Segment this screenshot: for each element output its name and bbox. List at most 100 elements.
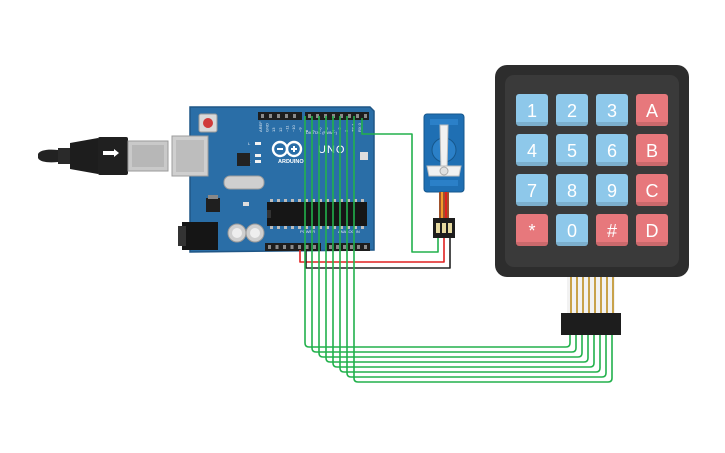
- key-0[interactable]: 0: [556, 214, 588, 246]
- header-pin[interactable]: [348, 114, 351, 118]
- key-C[interactable]: C: [636, 174, 668, 206]
- chip-pins: [270, 199, 364, 229]
- voltage-regulator: [206, 198, 220, 212]
- pin-label: TX 1: [350, 123, 355, 132]
- icsp-dot: [360, 152, 368, 160]
- key-5[interactable]: 5: [556, 134, 588, 166]
- wire-keypad-1[interactable]: [304, 116, 571, 348]
- chip-pin: [354, 199, 357, 202]
- pin-label: ~6: [317, 127, 322, 132]
- header-pin[interactable]: [261, 114, 264, 118]
- header-pin[interactable]: [305, 245, 309, 249]
- key-label: C: [646, 181, 659, 201]
- key-#[interactable]: #: [596, 214, 628, 246]
- key-cap: [636, 94, 668, 126]
- wire-5v[interactable]: [299, 238, 445, 263]
- key-6[interactable]: 6: [596, 134, 628, 166]
- header-pin[interactable]: [364, 114, 367, 118]
- key-B[interactable]: B: [636, 134, 668, 166]
- header-pin[interactable]: [350, 245, 353, 249]
- header-analog: [326, 243, 370, 251]
- crystal-oscillator: [223, 175, 265, 190]
- header-pin[interactable]: [269, 114, 272, 118]
- key-cap: [556, 174, 588, 206]
- key-7[interactable]: 7: [516, 174, 548, 206]
- chip-pin: [354, 226, 357, 229]
- usb-chip: [237, 153, 250, 166]
- key-label: *: [528, 221, 535, 241]
- key-cap: [556, 214, 588, 246]
- header-pin[interactable]: [277, 114, 280, 118]
- header-pin[interactable]: [293, 114, 296, 118]
- key-label: 3: [607, 101, 617, 121]
- chip-pin: [361, 226, 364, 229]
- chip-pin: [291, 199, 294, 202]
- pin-label: 12: [278, 127, 283, 132]
- header-pin[interactable]: [285, 114, 288, 118]
- key-cap: [596, 174, 628, 206]
- key-3[interactable]: 3: [596, 94, 628, 126]
- key-9[interactable]: 9: [596, 174, 628, 206]
- chip-pin: [277, 226, 280, 229]
- header-pin[interactable]: [283, 245, 286, 249]
- ribbon-trace: [576, 277, 578, 313]
- key-1[interactable]: 1: [516, 94, 548, 126]
- header-pin[interactable]: [316, 114, 319, 118]
- header-pin[interactable]: [336, 245, 339, 249]
- header-pin[interactable]: [357, 245, 360, 249]
- wire-gnd[interactable]: [305, 238, 451, 269]
- header-pin[interactable]: [290, 245, 294, 249]
- key-*[interactable]: *: [516, 214, 548, 246]
- chip-pin: [340, 199, 343, 202]
- header-pin[interactable]: [329, 245, 332, 249]
- key-label: 8: [567, 181, 577, 201]
- pin-label: 8: [304, 129, 309, 132]
- header-pin[interactable]: [340, 114, 343, 118]
- wire-keypad-7[interactable]: [346, 116, 607, 378]
- key-label: 0: [567, 221, 577, 241]
- key-cap: [516, 134, 548, 166]
- wire-keypad-8[interactable]: [353, 116, 613, 383]
- wire-servo-signal[interactable]: [361, 118, 439, 253]
- header-pin[interactable]: [298, 245, 301, 249]
- chip-pin: [284, 226, 287, 229]
- wire-keypad-6[interactable]: [339, 116, 601, 373]
- header-pin[interactable]: [308, 114, 311, 118]
- wire-keypad-3[interactable]: [318, 116, 583, 358]
- pin-label: 13: [271, 127, 276, 132]
- servo-motor[interactable]: [423, 113, 465, 238]
- reset-button[interactable]: [203, 118, 213, 128]
- ribbon-trace: [600, 277, 602, 313]
- key-D[interactable]: D: [636, 214, 668, 246]
- servo-cable: [439, 192, 449, 218]
- wire-keypad-2[interactable]: [311, 116, 577, 353]
- analog-label: ANALOG IN: [338, 229, 360, 234]
- wire-keypad-5[interactable]: [332, 116, 595, 368]
- key-A[interactable]: A: [636, 94, 668, 126]
- usb-cable[interactable]: [38, 137, 169, 175]
- header-pin[interactable]: [364, 245, 367, 249]
- key-cap: [636, 174, 668, 206]
- wire-keypad-4[interactable]: [325, 116, 589, 363]
- brand-text: ARDUINO: [278, 159, 304, 165]
- header-pin[interactable]: [268, 245, 271, 249]
- key-4[interactable]: 4: [516, 134, 548, 166]
- chip-pin: [333, 226, 336, 229]
- usb-symbol-icon: [103, 151, 115, 155]
- key-label: 6: [607, 141, 617, 161]
- header-top-right: [305, 112, 369, 120]
- header-pin[interactable]: [343, 245, 346, 249]
- ribbon-traces: [570, 277, 614, 313]
- chip-pin: [347, 199, 350, 202]
- key-8[interactable]: 8: [556, 174, 588, 206]
- header-pin[interactable]: [356, 114, 359, 118]
- ribbon-trace: [606, 277, 608, 313]
- header-pin[interactable]: [275, 245, 279, 249]
- header-pin[interactable]: [313, 245, 316, 249]
- servo-shaft: [439, 166, 449, 176]
- key-2[interactable]: 2: [556, 94, 588, 126]
- chip-pin: [284, 199, 287, 202]
